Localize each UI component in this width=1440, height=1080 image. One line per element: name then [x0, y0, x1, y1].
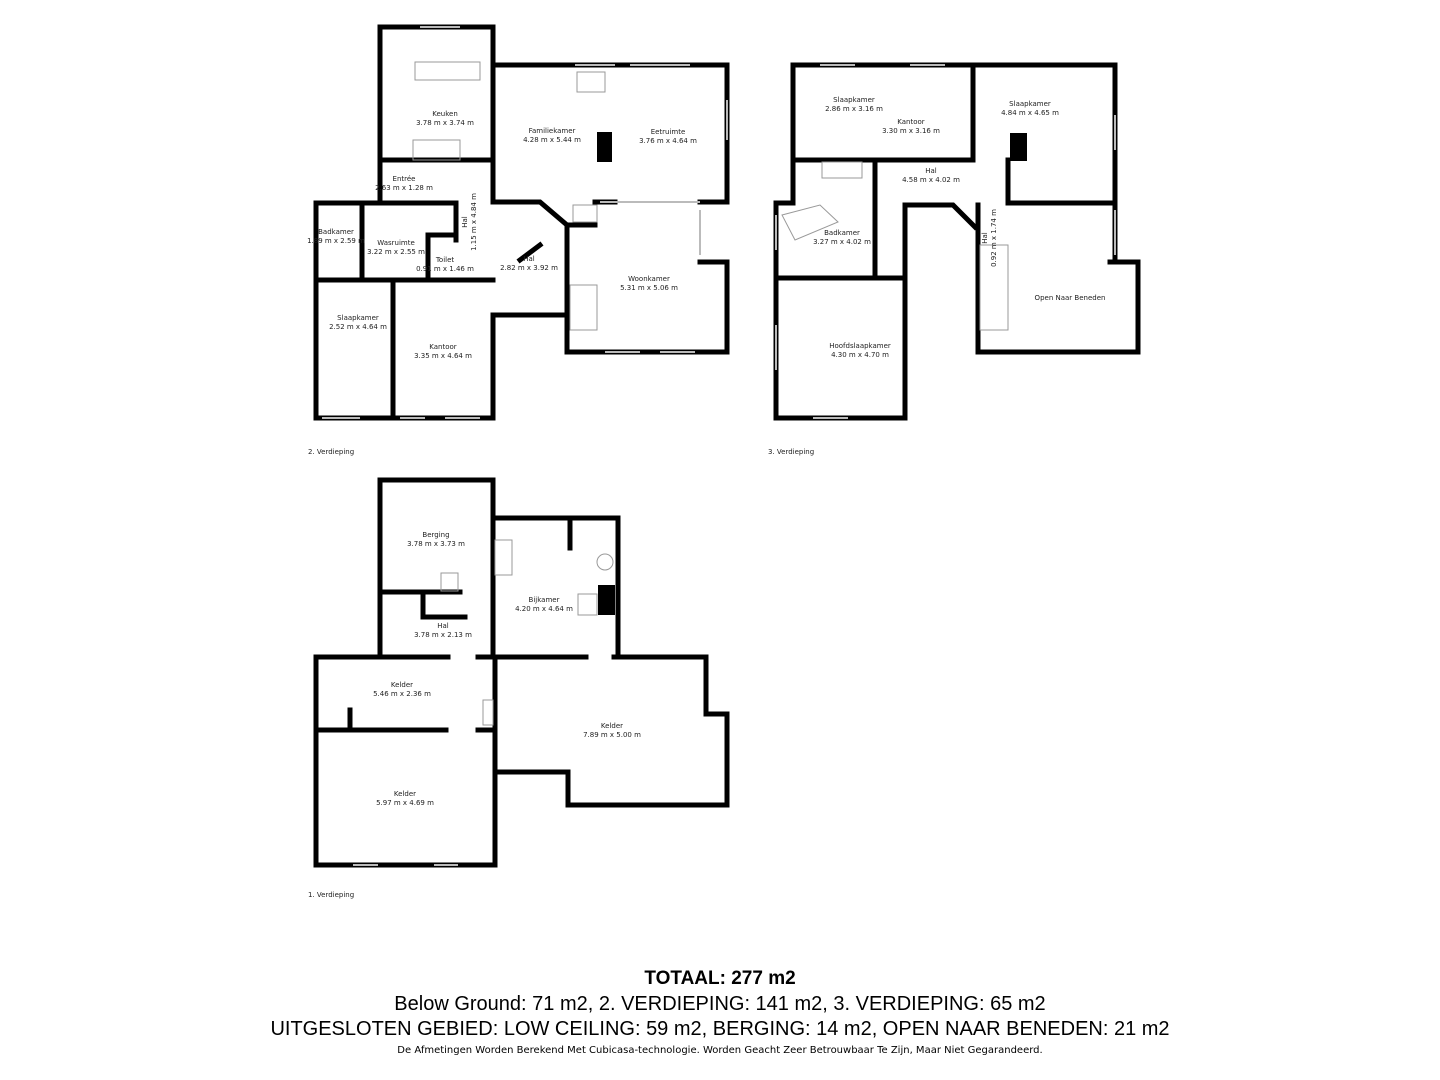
room-name: Keuken	[432, 110, 458, 118]
room-size: 1.15 m x 4.84 m	[470, 193, 478, 251]
room-name: Kelder	[600, 722, 624, 730]
room-name: Bijkamer	[528, 596, 560, 604]
room-size: 4.20 m x 4.64 m	[515, 605, 573, 613]
room-name: Berging	[422, 531, 450, 539]
room-size: 3.22 m x 2.55 m	[367, 248, 425, 256]
room-name: Hal	[437, 622, 449, 630]
room-size: 3.30 m x 3.16 m	[882, 127, 940, 135]
floor-1-walls	[313, 477, 730, 868]
room-size: 2.52 m x 4.64 m	[329, 323, 387, 331]
chimney-icon	[598, 585, 615, 615]
room-name: Slaapkamer	[1009, 100, 1051, 108]
room-name: Familiekamer	[528, 127, 576, 135]
area-breakdown: Below Ground: 71 m2, 2. VERDIEPING: 141 …	[394, 993, 1046, 1015]
room-name: Badkamer	[824, 229, 860, 237]
room-size: 3.35 m x 4.64 m	[414, 352, 472, 360]
room-name: Kantoor	[429, 343, 457, 351]
room-name: Slaapkamer	[833, 96, 875, 104]
floor-2-walls	[313, 24, 730, 421]
room-size: 7.89 m x 5.00 m	[583, 731, 641, 739]
room-name: Woonkamer	[628, 275, 670, 283]
room-name: Open Naar Beneden	[1034, 294, 1106, 302]
room-name: Kelder	[393, 790, 417, 798]
room-size: 2.63 m x 1.28 m	[375, 184, 433, 192]
room-name: Hal	[925, 167, 937, 175]
room-name: Hoofdslaapkamer	[829, 342, 891, 350]
room-size: 3.78 m x 3.73 m	[407, 540, 465, 548]
room-open-naar-beneden: Open Naar Beneden	[1035, 294, 1106, 303]
room-name: Hal	[461, 216, 469, 228]
fireplace-icon	[597, 132, 612, 162]
room-size: 5.97 m x 4.69 m	[376, 799, 434, 807]
room-name: Eetruimte	[650, 128, 686, 136]
room-name: Toilet	[435, 256, 455, 264]
total-area: TOTAAL: 277 m2	[644, 968, 796, 989]
room-size: 1.89 m x 2.59 m	[307, 237, 365, 245]
room-size: 3.27 m x 4.02 m	[813, 238, 871, 246]
room-size: 0.91 m x 1.46 m	[416, 265, 474, 273]
disclaimer: De Afmetingen Worden Berekend Met Cubica…	[397, 1045, 1043, 1056]
floor-label: 1. Verdieping	[308, 891, 355, 899]
room-size: 2.86 m x 3.16 m	[825, 105, 883, 113]
room-name: Kelder	[390, 681, 414, 689]
room-size: 4.58 m x 4.02 m	[902, 176, 960, 184]
room-size: 4.84 m x 4.65 m	[1001, 109, 1059, 117]
floor-3-walls	[773, 62, 1141, 421]
room-name: Hal	[523, 255, 535, 263]
room-size: 3.78 m x 3.74 m	[416, 119, 474, 127]
room-size: 5.46 m x 2.36 m	[373, 690, 431, 698]
room-size: 3.76 m x 4.64 m	[639, 137, 697, 145]
room-size: 5.31 m x 5.06 m	[620, 284, 678, 292]
floor-label: 2. Verdieping	[308, 448, 355, 456]
room-name: Entrée	[392, 175, 416, 183]
room-size: 3.78 m x 2.13 m	[414, 631, 472, 639]
room-name: Kantoor	[897, 118, 925, 126]
room-size: 4.28 m x 5.44 m	[523, 136, 581, 144]
room-size: 2.82 m x 3.92 m	[500, 264, 558, 272]
fireplace-icon	[1010, 133, 1027, 161]
room-name: Hal	[981, 232, 989, 244]
room-name: Slaapkamer	[337, 314, 379, 322]
room-name: Badkamer	[318, 228, 354, 236]
room-size: 4.30 m x 4.70 m	[831, 351, 889, 359]
floor-label: 3. Verdieping	[768, 448, 815, 456]
room-name: Wasruimte	[377, 239, 415, 247]
excluded-areas: UITGESLOTEN GEBIED: LOW CEILING: 59 m2, …	[270, 1018, 1170, 1040]
room-size: 0.92 m x 1.74 m	[990, 209, 998, 267]
